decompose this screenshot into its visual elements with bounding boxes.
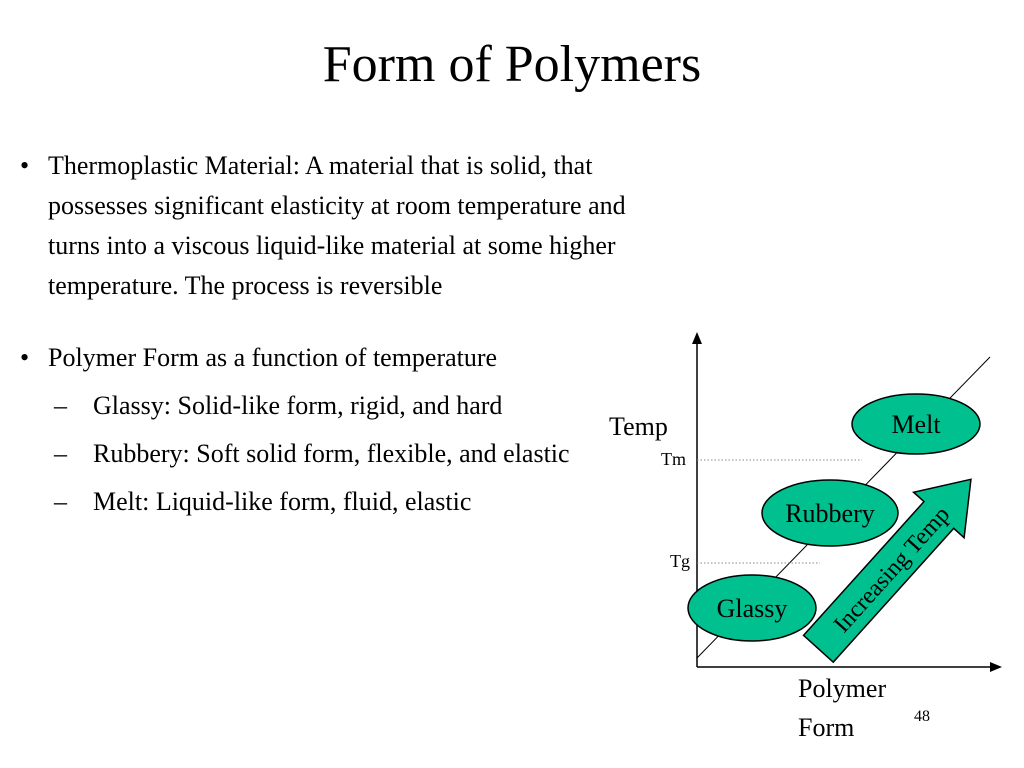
sub-bullet-melt: Melt: Liquid-like form, fluid, elastic (48, 482, 630, 522)
tg-label: Tg (670, 551, 690, 571)
state-rubbery-label: Rubbery (785, 499, 875, 528)
sub-bullet-list: Glassy: Solid-like form, rigid, and hard… (48, 386, 630, 522)
arrow-shape (802, 478, 972, 664)
sub-bullet-glassy: Glassy: Solid-like form, rigid, and hard (48, 386, 630, 426)
state-rubbery: Rubbery (761, 479, 899, 547)
bullet-polymer-form: Polymer Form as a function of temperatur… (18, 338, 630, 522)
sub-bullet-rubbery: Rubbery: Soft solid form, flexible, and … (48, 434, 630, 474)
slide-title: Form of Polymers (322, 36, 702, 93)
bullet-thermoplastic: Thermoplastic Material: A material that … (18, 146, 630, 306)
state-glassy-label: Glassy (717, 594, 788, 623)
state-melt: Melt (851, 393, 981, 455)
state-glassy: Glassy (687, 574, 817, 642)
page-number: 48 (914, 708, 930, 725)
y-axis-label: Temp (609, 412, 668, 441)
x-axis-label-line2: Form (798, 713, 854, 742)
x-axis-label-line1: Polymer (798, 674, 886, 703)
state-melt-label: Melt (891, 410, 941, 439)
bullet-list: Thermoplastic Material: A material that … (18, 146, 630, 530)
bullet-polymer-form-text: Polymer Form as a function of temperatur… (48, 343, 498, 372)
bullet-thermoplastic-text: Thermoplastic Material: A material that … (48, 151, 626, 300)
tm-label: Tm (661, 449, 686, 469)
